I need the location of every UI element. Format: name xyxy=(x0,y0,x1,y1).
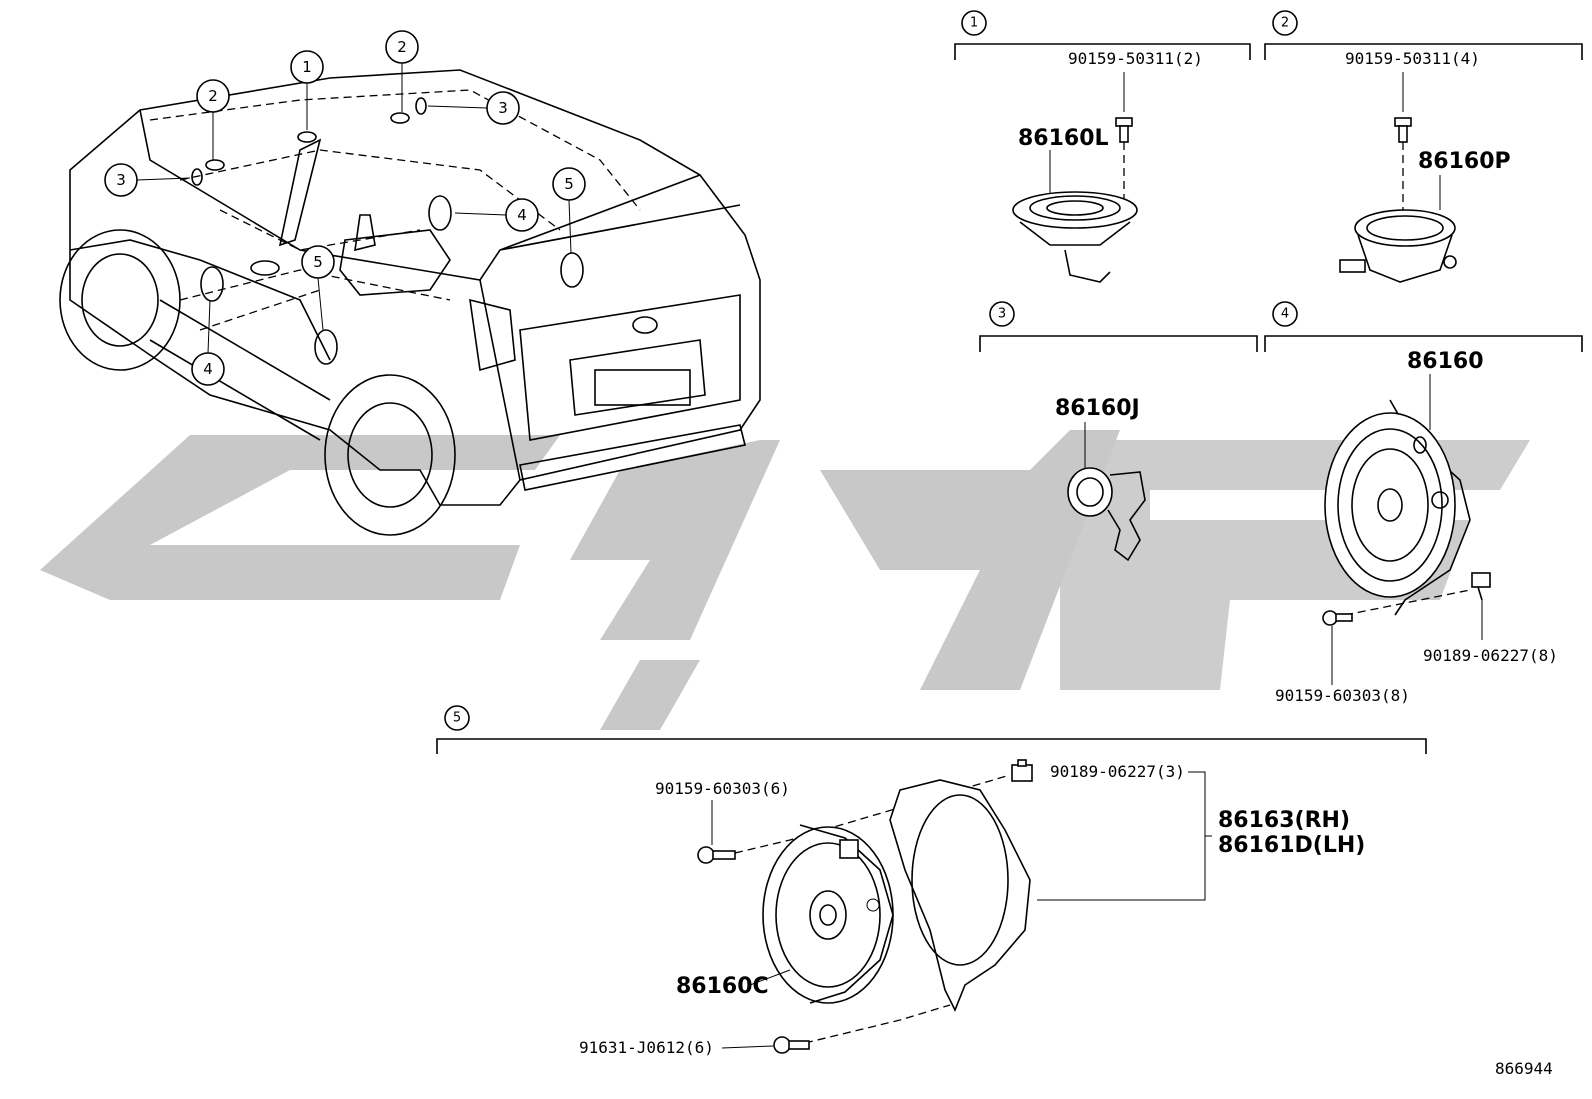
svg-text:4: 4 xyxy=(203,360,213,378)
mini-speaker-icon xyxy=(1067,467,1146,562)
section-4-bracket xyxy=(1264,335,1583,352)
svg-text:4: 4 xyxy=(517,206,527,224)
diagram-id: 866944 xyxy=(1495,1059,1553,1078)
section-5-clip-label: 90189-06227(3) xyxy=(1050,762,1185,781)
section-1-marker xyxy=(961,10,987,36)
section-4-clip-label: 90189-06227(8) xyxy=(1423,646,1558,665)
section-5-part-rh-label: 86163(RH) xyxy=(1218,808,1350,833)
section-4-bolt-label: 90159-60303(8) xyxy=(1275,686,1410,705)
section-3-part-label: 86160J xyxy=(1055,396,1140,421)
section-2-marker xyxy=(1272,10,1298,36)
callout-5-vehicle-left: 5 xyxy=(301,245,335,279)
bolt-icon xyxy=(697,846,736,864)
bolt-icon xyxy=(1394,117,1412,143)
section-4-part-label: 86160 xyxy=(1407,349,1484,374)
clip-icon xyxy=(1011,759,1033,782)
svg-text:2: 2 xyxy=(397,38,407,56)
svg-text:3: 3 xyxy=(116,171,126,189)
section-2-part-label: 86160P xyxy=(1418,149,1511,174)
speaker-bracket-icon xyxy=(889,779,1031,1012)
screw-icon xyxy=(773,1036,810,1054)
vehicle-illustration xyxy=(59,63,761,536)
section-4: 4 86160 90189-06227(8) 90159-60303(8) xyxy=(1264,301,1583,705)
callout-3-vehicle-left: 3 xyxy=(104,163,138,197)
section-1-bracket xyxy=(954,43,1251,60)
callout-2-vehicle-right: 2 xyxy=(385,30,419,64)
section-1-part-label: 86160L xyxy=(1018,126,1109,151)
tweeter-speaker-icon xyxy=(1339,209,1457,283)
bolt-icon xyxy=(1115,117,1133,143)
section-5-screw-label: 91631-J0612(6) xyxy=(579,1038,714,1057)
section-5-bracket xyxy=(436,738,1427,754)
svg-text:1: 1 xyxy=(970,16,978,31)
section-5-marker xyxy=(444,705,470,731)
svg-text:3: 3 xyxy=(998,307,1006,322)
svg-text:5: 5 xyxy=(453,711,461,726)
callout-4-vehicle-right: 4 xyxy=(505,198,539,232)
section-5-speaker-label: 86160C xyxy=(676,974,769,999)
section-1-bolt-label: 90159-50311(2) xyxy=(1068,49,1203,68)
section-5: 5 90159-60303(6) 90189-06227(3) 86163(RH… xyxy=(436,705,1427,1057)
tweeter-speaker-icon xyxy=(1012,191,1138,283)
section-5-part-lh-label: 86161D(LH) xyxy=(1218,833,1365,858)
svg-text:4: 4 xyxy=(1281,307,1289,322)
section-3-bracket xyxy=(979,335,1258,352)
watermark-logo xyxy=(40,430,1530,730)
door-speaker-icon xyxy=(762,824,894,1004)
woofer-speaker-icon xyxy=(1324,399,1471,616)
section-2: 2 90159-50311(4) 86160P xyxy=(1264,10,1583,283)
section-2-bolt-label: 90159-50311(4) xyxy=(1345,49,1480,68)
callout-1-vehicle: 1 xyxy=(290,50,324,84)
callout-5-vehicle-right: 5 xyxy=(552,167,586,201)
svg-text:1: 1 xyxy=(302,58,312,76)
section-5-bolt-label: 90159-60303(6) xyxy=(655,779,790,798)
callout-2-vehicle-left: 2 xyxy=(196,79,230,113)
svg-text:5: 5 xyxy=(564,175,574,193)
section-4-marker xyxy=(1272,301,1298,327)
svg-text:2: 2 xyxy=(1281,16,1289,31)
section-2-bracket xyxy=(1264,43,1583,60)
svg-text:5: 5 xyxy=(313,253,323,271)
callout-4-vehicle-left: 4 xyxy=(191,352,225,386)
vehicle-callouts: 1 2 2 3 3 4 4 5 xyxy=(104,30,586,386)
svg-text:3: 3 xyxy=(498,99,508,117)
section-3: 3 86160J xyxy=(979,301,1258,562)
section-3-marker xyxy=(989,301,1015,327)
clip-icon xyxy=(1471,572,1491,601)
bolt-icon xyxy=(1322,610,1353,626)
section-1: 1 90159-50311(2) 86160L xyxy=(954,10,1251,283)
svg-text:2: 2 xyxy=(208,87,218,105)
callout-3-vehicle-right: 3 xyxy=(486,91,520,125)
